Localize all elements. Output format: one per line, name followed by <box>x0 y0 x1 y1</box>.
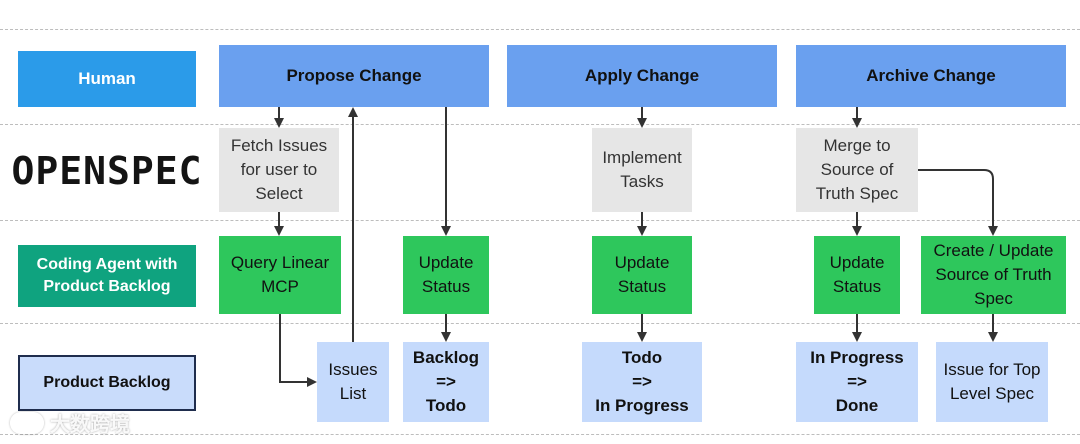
update-status-box-propose: Update Status <box>403 236 489 314</box>
lane-separator <box>0 434 1080 435</box>
issues-list-box: Issues List <box>317 342 389 422</box>
lane-separator <box>0 220 1080 221</box>
arrow-query-to-issues <box>279 314 317 387</box>
watermark-text: 大数跨境 <box>50 414 130 436</box>
lane-separator <box>0 29 1080 30</box>
lane-label-human: Human <box>18 51 196 107</box>
watermark: 大数跨境 <box>10 408 130 437</box>
query-linear-box: Query Linear MCP <box>219 236 341 314</box>
apply-change-box: Apply Change <box>507 45 777 107</box>
status-inprogress-done-box: In Progress => Done <box>796 342 918 422</box>
openspec-logo-text: OPENSPEC <box>11 149 203 193</box>
archive-change-box: Archive Change <box>796 45 1066 107</box>
status-backlog-todo-box: Backlog => Todo <box>403 342 489 422</box>
update-status-box-archive: Update Status <box>814 236 900 314</box>
watermark-logo-icon <box>10 411 44 434</box>
openspec-logo: OPENSPEC <box>11 149 203 193</box>
fetch-issues-box: Fetch Issues for user to Select <box>219 128 339 212</box>
lane-separator <box>0 323 1080 324</box>
lane-label-product-backlog: Product Backlog <box>18 355 196 411</box>
update-status-box-apply: Update Status <box>592 236 692 314</box>
merge-spec-box: Merge to Source of Truth Spec <box>796 128 918 212</box>
lane-label-coding-agent: Coding Agent with Product Backlog <box>18 245 196 307</box>
issue-top-level-spec-box: Issue for Top Level Spec <box>936 342 1048 422</box>
status-todo-inprogress-box: Todo => In Progress <box>582 342 702 422</box>
arrow-merge-to-create-spec <box>918 169 998 236</box>
lane-separator <box>0 124 1080 125</box>
create-update-spec-box: Create / Update Source of Truth Spec <box>921 236 1066 314</box>
propose-change-box: Propose Change <box>219 45 489 107</box>
implement-tasks-box: Implement Tasks <box>592 128 692 212</box>
